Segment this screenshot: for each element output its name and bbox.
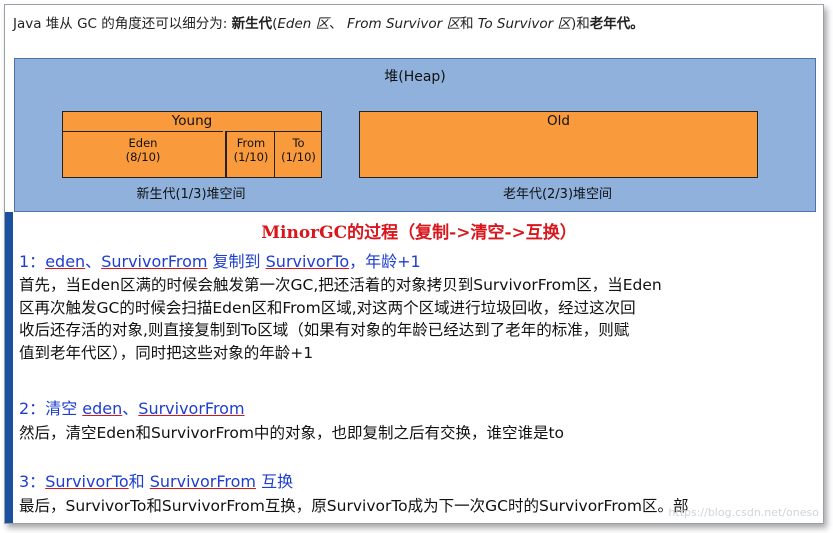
step2-line1: 然后，清空Eden和SurvivorFrom中的对象，也即复制之后有交换，谁空谁… — [19, 424, 564, 442]
from-ratio: (1/10) — [233, 150, 269, 164]
young-title: Young — [171, 113, 213, 129]
intro-paren-open: ( — [272, 16, 278, 32]
step3-swap: 互换 — [256, 472, 294, 491]
step1-eden: eden — [45, 252, 86, 271]
intro-eden: Eden 区 — [277, 16, 330, 32]
screenshot-frame: Java 堆从 GC 的角度还可以细分为: 新生代(Eden 区、 From S… — [4, 4, 824, 524]
to-ratio: (1/10) — [281, 150, 316, 164]
young-generation-box: Young Eden(8/10) From(1/10) To(1/10) — [62, 111, 322, 178]
to-name: To — [292, 136, 305, 150]
eden-ratio: (8/10) — [125, 150, 161, 164]
step1-copy: 复制到 — [207, 252, 266, 271]
step1-num: 1： — [19, 252, 46, 271]
step1-paragraph: 首先，当Eden区满的时候会触发第一次GC,把还活着的对象拷贝到Survivor… — [19, 274, 814, 364]
step3-heading: 3：SurvivorTo和 SurvivorFrom 互换 — [19, 471, 293, 493]
step3-line1: 最后，SurvivorTo和SurvivorFrom互换，原SurvivorTo… — [19, 497, 689, 515]
from-survivor-box: From(1/10) — [225, 131, 275, 178]
step2-eden: eden — [82, 399, 123, 418]
intro-sep: 、 — [329, 16, 347, 32]
intro-paren-close: ) — [570, 16, 577, 32]
step3-and: 和 — [128, 472, 150, 491]
step1-to: SurvivorTo — [265, 252, 350, 271]
from-label: From(1/10) — [227, 136, 275, 164]
minorgc-section: MinorGC的过程（复制->清空->互换） 1：eden、SurvivorFr… — [5, 212, 823, 523]
step1-line4: 值到老年代区），同时把这些对象的年龄+1 — [19, 343, 314, 362]
intro-lead: Java 堆从 GC 的角度还可以细分为: — [13, 16, 232, 32]
from-name: From — [236, 136, 266, 150]
eden-name: Eden — [128, 136, 158, 150]
intro-text: Java 堆从 GC 的角度还可以细分为: 新生代(Eden 区、 From S… — [13, 14, 818, 35]
step3-paragraph: 最后，SurvivorTo和SurvivorFrom互换，原SurvivorTo… — [19, 495, 814, 518]
intro-end: 。 — [630, 16, 644, 32]
to-label: To(1/10) — [275, 136, 322, 164]
step1-sep: 、 — [85, 252, 102, 271]
step2-from: SurvivorFrom — [138, 399, 245, 418]
step1-line2: 区再次触发GC的时候会扫描Eden区和From区域,对这两个区域进行垃圾回收，经… — [19, 298, 636, 317]
step1-heading: 1：eden、SurvivorFrom 复制到 SurvivorTo，年龄+1 — [19, 251, 421, 273]
step2-paragraph: 然后，清空Eden和SurvivorFrom中的对象，也即复制之后有交换，谁空谁… — [19, 422, 814, 445]
watermark: https://blog.csdn.net/oneso — [668, 506, 819, 519]
heap-title: 堆(Heap) — [384, 69, 446, 85]
step1-line1: 首先，当Eden区满的时候会触发第一次GC,把还活着的对象拷贝到Survivor… — [19, 276, 662, 294]
old-title: Old — [547, 113, 570, 129]
intro-and: 和 — [460, 16, 478, 32]
step3-from: SurvivorFrom — [149, 472, 257, 491]
intro-to-survivor: To Survivor 区 — [477, 16, 571, 32]
intro-and2: 和 — [576, 16, 590, 32]
step2-sep: 、 — [122, 399, 139, 418]
step1-age: ，年龄+1 — [349, 252, 421, 271]
intro-old-gen: 老年代 — [589, 16, 631, 32]
step3-to: SurvivorTo — [45, 472, 129, 491]
step3-num: 3： — [19, 472, 46, 491]
intro-young-gen: 新生代 — [231, 16, 273, 32]
eden-box: Eden(8/10) — [63, 131, 223, 178]
step2-clear: 清空 — [45, 399, 83, 418]
step1-from: SurvivorFrom — [101, 252, 208, 271]
young-space-caption: 新生代(1/3)堆空间 — [136, 187, 246, 202]
step2-num: 2： — [19, 399, 46, 418]
step1-line3: 收后还存活的对象,则直接复制到To区域（如果有对象的年龄已经达到了老年的标准，则… — [19, 321, 630, 339]
eden-label: Eden(8/10) — [63, 136, 223, 164]
minorgc-title: MinorGC的过程（复制->清空->互换） — [261, 223, 577, 243]
heap-diagram: 堆(Heap) Young Eden(8/10) From(1/10) To(1… — [14, 58, 816, 212]
old-generation-box: Old — [359, 111, 758, 178]
intro-from-survivor: From Survivor 区 — [346, 16, 460, 32]
old-space-caption: 老年代(2/3)堆空间 — [502, 187, 613, 202]
to-survivor-box: To(1/10) — [274, 131, 322, 178]
step2-heading: 2：清空 eden、SurvivorFrom — [19, 398, 245, 420]
